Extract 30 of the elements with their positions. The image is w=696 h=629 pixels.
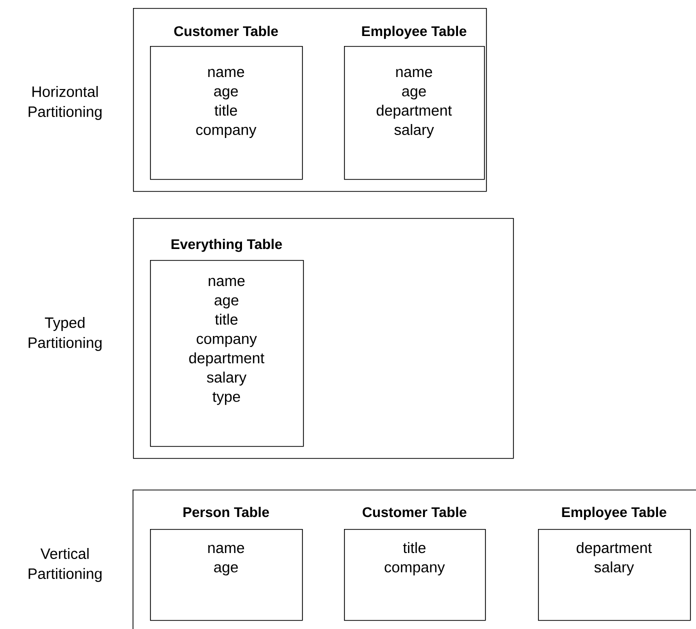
field-name: company bbox=[196, 336, 257, 347]
field-name: salary bbox=[394, 124, 434, 138]
table-title: Customer Table bbox=[174, 26, 278, 36]
field-name: age bbox=[402, 88, 426, 100]
field-name: title bbox=[403, 542, 426, 554]
row-label: Vertical Partitioning bbox=[28, 548, 102, 582]
row-label: Horizontal Partitioning bbox=[28, 86, 102, 120]
field-name: salary bbox=[594, 561, 634, 576]
field-name: department bbox=[376, 104, 452, 119]
field-name: name bbox=[208, 278, 245, 286]
table-title: Person Table bbox=[184, 506, 269, 518]
field-name: company bbox=[384, 564, 445, 576]
field-name: company bbox=[196, 126, 256, 138]
field-name: name bbox=[208, 68, 244, 78]
table-title: Customer Table bbox=[362, 506, 466, 518]
table-title: Everything Table bbox=[172, 238, 282, 252]
field-name: salary bbox=[206, 372, 246, 386]
field-name: department bbox=[189, 352, 264, 366]
row-label: Typed Partitioning bbox=[28, 317, 102, 351]
field-name: age bbox=[214, 297, 238, 308]
field-name: type bbox=[212, 392, 240, 405]
field-name: age bbox=[214, 88, 238, 100]
field-name: department bbox=[576, 542, 652, 556]
table-title: Employee Table bbox=[562, 506, 666, 520]
field-name: age bbox=[214, 564, 238, 576]
table-title: Employee Table bbox=[362, 26, 466, 39]
field-name: title bbox=[214, 104, 237, 116]
field-name: name bbox=[396, 68, 432, 78]
field-name: name bbox=[208, 544, 244, 554]
field-name: title bbox=[215, 314, 238, 325]
